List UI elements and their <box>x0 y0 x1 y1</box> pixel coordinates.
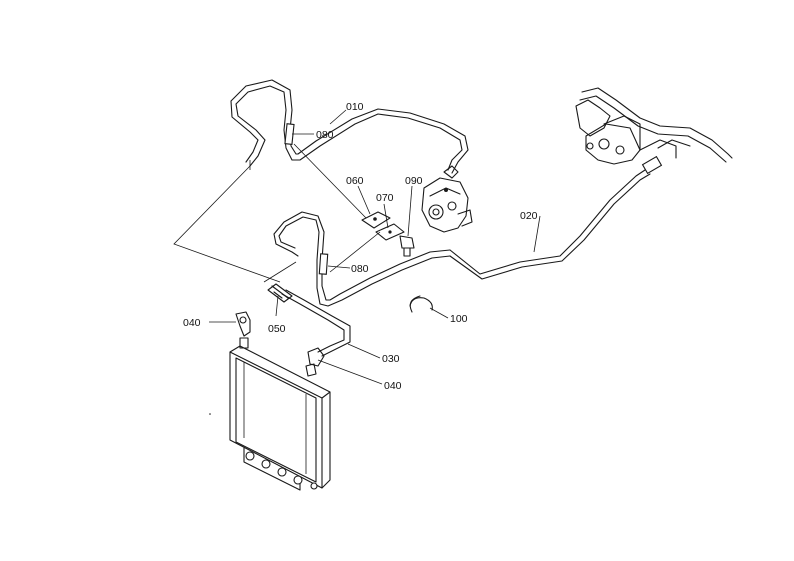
pipe-030 <box>273 211 451 357</box>
pipe-010 <box>230 79 469 174</box>
label-part-100: 100 <box>450 313 468 325</box>
label-part-010: 010 <box>346 101 364 113</box>
leader-chain-lines <box>173 160 297 283</box>
control-valve-block <box>575 87 733 175</box>
hose-050 <box>267 283 293 303</box>
label-part-070: 070 <box>376 192 394 204</box>
bolt-fitting-090 <box>399 235 415 257</box>
label-part-040-left: 040 <box>183 317 201 329</box>
label-part-080-upper: 080 <box>316 129 334 141</box>
label-part-040-right: 040 <box>384 380 402 392</box>
leader-lines <box>209 109 541 385</box>
elbow-fitting-040-left <box>235 311 251 349</box>
label-part-080-lower: 080 <box>351 263 369 275</box>
elbow-fitting-040-right <box>305 347 325 377</box>
label-part-060: 060 <box>346 175 364 187</box>
hydraulic-pump <box>421 165 473 233</box>
oil-cooler <box>209 345 331 491</box>
bracket-060 <box>361 211 391 229</box>
label-part-090: 090 <box>405 175 423 187</box>
clip-100 <box>409 295 433 313</box>
pipe-020 <box>449 167 651 280</box>
label-part-030: 030 <box>382 353 400 365</box>
label-part-020: 020 <box>520 210 538 222</box>
label-part-050: 050 <box>268 323 286 335</box>
